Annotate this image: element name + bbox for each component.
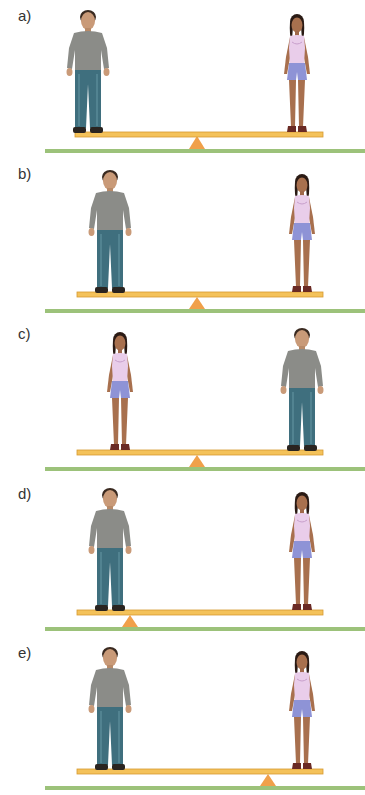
panel-letter: c) xyxy=(18,326,31,341)
panel-letter: e) xyxy=(18,645,31,660)
panel-letter: d) xyxy=(18,486,31,501)
seesaw-panel xyxy=(45,170,365,311)
panel-letter: b) xyxy=(18,166,31,181)
seesaw-panel xyxy=(45,328,365,469)
panel-letter: a) xyxy=(18,8,31,23)
seesaw-panel xyxy=(45,10,365,151)
seesaw-panel xyxy=(45,647,365,788)
seesaw-panel xyxy=(45,488,365,629)
